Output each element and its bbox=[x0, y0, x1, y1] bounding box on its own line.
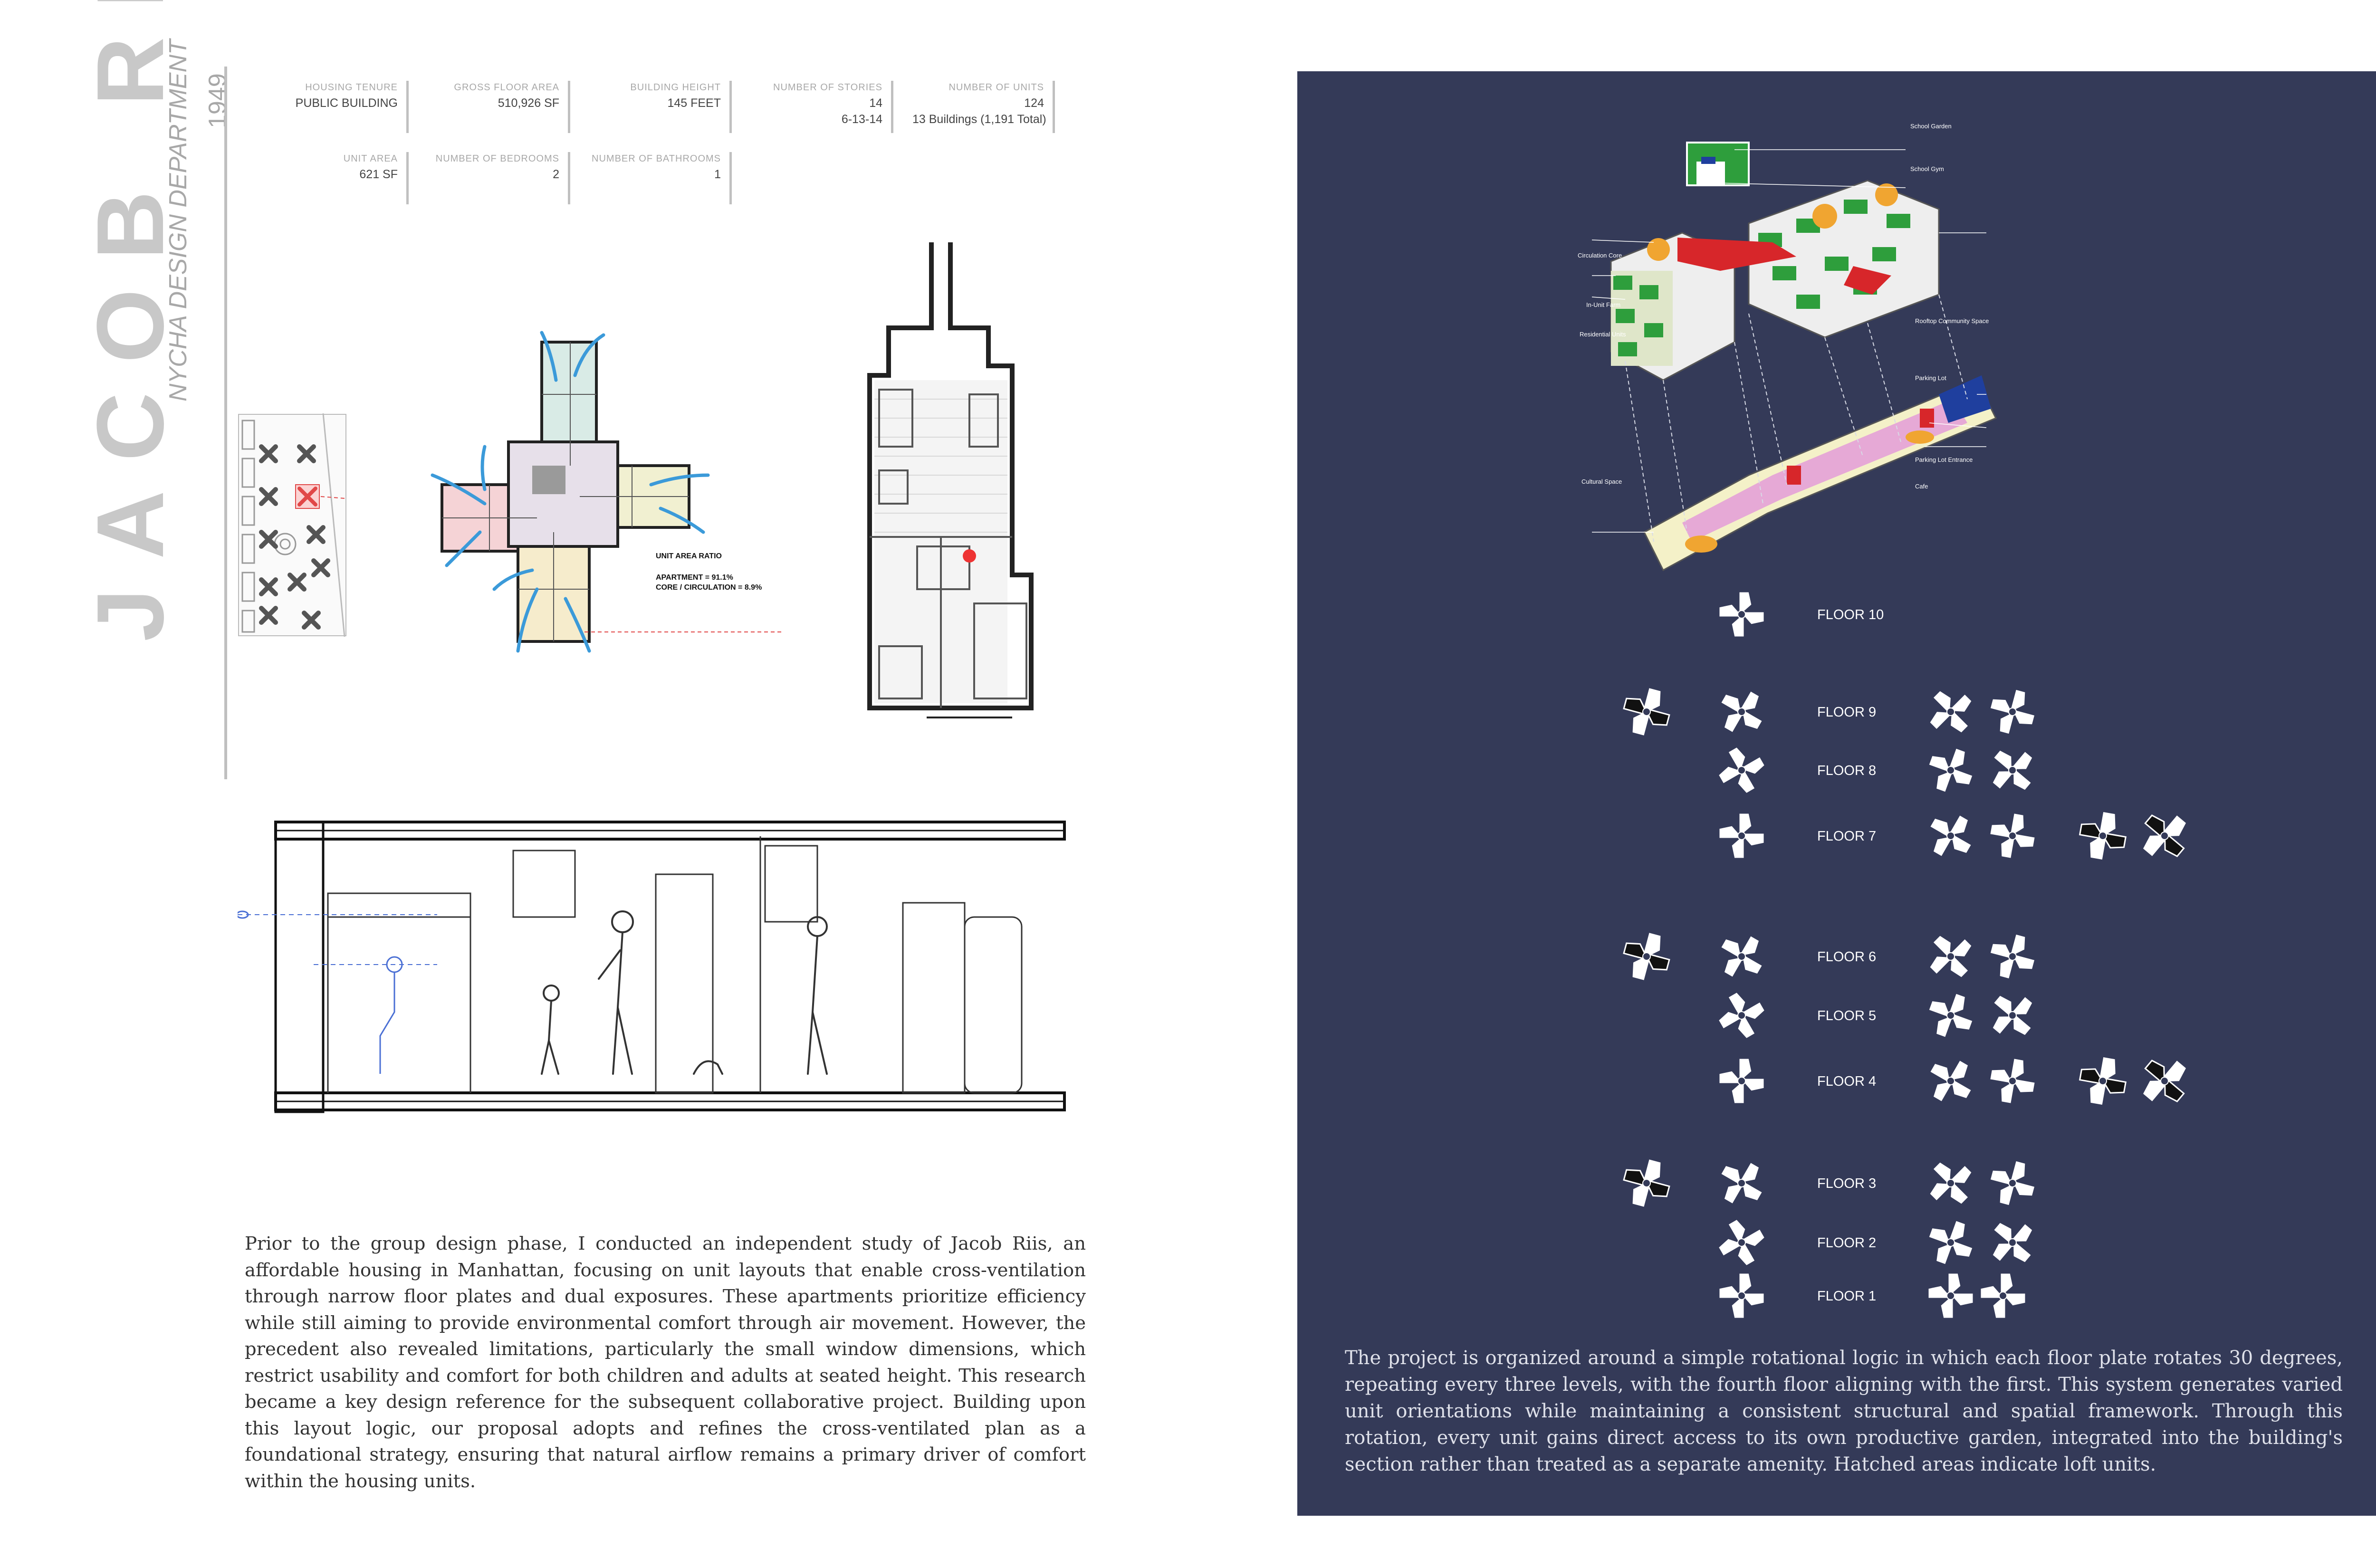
floor-plate bbox=[1718, 812, 1765, 860]
floor-label-1: FLOOR 1 bbox=[1817, 1289, 1877, 1304]
body-paragraph-left: Prior to the group design phase, I condu… bbox=[245, 1233, 1086, 1492]
unit-section-drawing bbox=[238, 821, 1066, 1113]
floor-plate bbox=[1717, 1218, 1766, 1267]
title-block: JACOB RIIS NYCHA DESIGN DEPARTMENT 1949 bbox=[76, 0, 231, 779]
floor-plate bbox=[1988, 812, 2037, 860]
floor-plate bbox=[1989, 1159, 2036, 1207]
ratio-core: CORE / CIRCULATION = 8.9% bbox=[656, 583, 762, 592]
stat-number-of-bedrooms: NUMBER OF BEDROOMS 2 bbox=[428, 152, 570, 204]
callout-parking-lot-entrance: Parking Lot Entrance bbox=[1915, 456, 1973, 463]
ratio-title: UNIT AREA RATIO bbox=[656, 552, 722, 560]
floor-plate bbox=[1927, 1272, 1974, 1319]
stat-value: 510,926 SF bbox=[498, 96, 559, 110]
floor-plate bbox=[1719, 689, 1764, 734]
stat-value: 145 FEET bbox=[667, 96, 721, 110]
stat-label: NUMBER OF BATHROOMS bbox=[592, 153, 721, 164]
loft-floor-plate bbox=[2079, 1057, 2127, 1105]
stat-value: 124 bbox=[1024, 96, 1044, 110]
floor-plate bbox=[1927, 746, 1974, 794]
floor-rotation-diagram: FLOOR 10 FLOOR 9 FLOOR 8 FLOOR 7 FLOOR 6… bbox=[1297, 71, 2376, 1354]
floor-plate bbox=[1927, 1219, 1974, 1266]
stat-number-of-units: NUMBER OF UNITS 124 13 Buildings (1,191 … bbox=[912, 81, 1055, 133]
floor-plate bbox=[1928, 1059, 1973, 1103]
loft-floor-plate bbox=[2079, 812, 2127, 860]
floor-plate bbox=[1718, 1057, 1765, 1105]
floor-plate bbox=[1928, 1160, 1974, 1206]
floor-plate bbox=[1991, 1221, 2034, 1264]
floor-label-7: FLOOR 7 bbox=[1817, 829, 1877, 844]
floor-plate bbox=[1717, 991, 1766, 1040]
cross-ventilation-plan bbox=[431, 331, 784, 653]
floor-plate bbox=[1979, 1272, 2027, 1319]
stat-value: 14 bbox=[869, 96, 882, 110]
stat-building-height: BUILDING HEIGHT 145 FEET bbox=[589, 81, 732, 133]
callout-cafe: Cafe bbox=[1915, 483, 1928, 490]
floor-label-6: FLOOR 6 bbox=[1817, 949, 1877, 965]
ratio-apartment: APARTMENT = 91.1% bbox=[656, 574, 733, 582]
loft-floor-plate bbox=[1623, 1159, 1670, 1207]
floor-label-5: FLOOR 5 bbox=[1817, 1008, 1877, 1023]
floor-plate bbox=[1928, 689, 1974, 735]
floor-label-3: FLOOR 3 bbox=[1817, 1176, 1877, 1191]
callout-circulation-core: Circulation Core bbox=[1578, 252, 1622, 259]
stat-number-of-bathrooms: NUMBER OF BATHROOMS 1 bbox=[589, 152, 732, 204]
body-paragraph-right: The project is organized around a simple… bbox=[1345, 1347, 2343, 1475]
page-subtitle: NYCHA DESIGN DEPARTMENT bbox=[164, 39, 192, 402]
stat-unit-area: UNIT AREA 621 SF bbox=[266, 152, 409, 204]
floor-plate bbox=[1991, 994, 2034, 1037]
project-stats: HOUSING TENURE PUBLIC BUILDING GROSS FLO… bbox=[266, 81, 1074, 219]
floor-label-2: FLOOR 2 bbox=[1817, 1235, 1877, 1251]
stat-value: 1 bbox=[714, 168, 721, 181]
title-divider bbox=[224, 67, 227, 779]
stat-label: GROSS FLOOR AREA bbox=[454, 82, 559, 93]
floor-plate bbox=[1719, 934, 1764, 979]
floor-label-10: FLOOR 10 bbox=[1817, 607, 1884, 622]
loft-floor-plate bbox=[1623, 688, 1670, 736]
unit-area-ratio: UNIT AREA RATIO APARTMENT = 91.1% CORE /… bbox=[656, 551, 762, 593]
floor-plate bbox=[1989, 688, 2036, 736]
stat-value: 2 bbox=[553, 168, 559, 181]
callout-school-garden: School Garden bbox=[1910, 123, 1952, 130]
floor-label-4: FLOOR 4 bbox=[1817, 1074, 1877, 1089]
stat-label: HOUSING TENURE bbox=[305, 82, 398, 93]
stat-number-of-stories: NUMBER OF STORIES 14 6-13-14 bbox=[751, 81, 893, 133]
stat-value: PUBLIC BUILDING bbox=[295, 96, 398, 110]
stat-extra: 13 Buildings (1,191 Total) bbox=[912, 113, 1046, 126]
callout-rooftop-community-space: Rooftop Community Space bbox=[1915, 317, 1989, 325]
site-plan-drawing bbox=[238, 413, 347, 637]
floor-plate bbox=[1718, 591, 1765, 638]
floor-plate bbox=[1991, 748, 2034, 792]
floor-plate bbox=[1927, 992, 1974, 1039]
stat-label: BUILDING HEIGHT bbox=[630, 82, 721, 93]
floor-plate bbox=[1928, 813, 1973, 858]
loft-floor-plate bbox=[1623, 933, 1670, 980]
loft-floor-plate bbox=[2143, 1059, 2186, 1103]
axonometric-diagram bbox=[1591, 142, 1997, 572]
callout-parking-lot: Parking Lot bbox=[1915, 374, 1946, 382]
stat-value: 621 SF bbox=[359, 168, 398, 181]
loft-floor-plate bbox=[2143, 814, 2186, 858]
stat-label: NUMBER OF STORIES bbox=[773, 82, 882, 93]
callout-school-gym: School Gym bbox=[1910, 165, 1944, 172]
floor-plate bbox=[1988, 1057, 2037, 1105]
stat-housing-tenure: HOUSING TENURE PUBLIC BUILDING bbox=[266, 81, 409, 133]
floor-plate bbox=[1717, 746, 1766, 795]
stat-label: NUMBER OF UNITS bbox=[948, 82, 1044, 93]
stat-label: UNIT AREA bbox=[343, 153, 398, 164]
year-label: 1949 bbox=[204, 73, 231, 128]
diagram-panel: School Garden School Gym Circulation Cor… bbox=[1297, 71, 2376, 1516]
callout-cultural-space: Cultural Space bbox=[1581, 478, 1622, 485]
stat-gross-floor-area: GROSS FLOOR AREA 510,926 SF bbox=[428, 81, 570, 133]
floor-plate bbox=[1719, 1161, 1764, 1205]
apartment-floor-plan bbox=[867, 242, 1034, 718]
floor-plate bbox=[1989, 933, 2036, 980]
floor-label-9: FLOOR 9 bbox=[1817, 705, 1877, 720]
callout-residential-units: Residential Units bbox=[1580, 331, 1626, 338]
callout-in-unit-farm: In-Unit Farm bbox=[1586, 301, 1621, 308]
floor-label-8: FLOOR 8 bbox=[1817, 763, 1877, 778]
floor-plate bbox=[1928, 934, 1974, 979]
stat-label: NUMBER OF BEDROOMS bbox=[435, 153, 559, 164]
floor-plate bbox=[1718, 1272, 1765, 1319]
stat-extra: 6-13-14 bbox=[841, 113, 882, 126]
